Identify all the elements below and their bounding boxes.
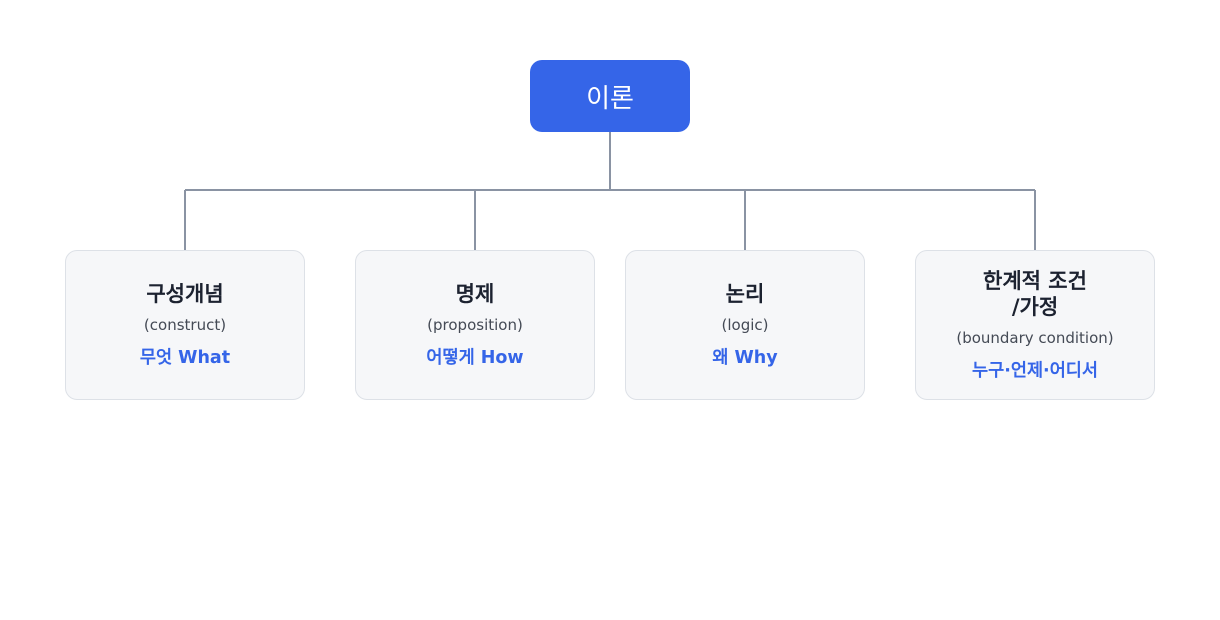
node-title: 한계적 조건 /가정 <box>983 269 1087 319</box>
node-english-term: (construct) <box>143 316 227 334</box>
node-logic: 논리 (logic) 왜 Why <box>625 250 865 400</box>
node-question: 누구·언제·어디서 <box>972 361 1098 381</box>
root-node-label: 이론 <box>586 83 634 114</box>
root-node-theory: 이론 <box>530 60 690 132</box>
node-proposition: 명제 (proposition) 어떻게 How <box>355 250 595 400</box>
node-question: 왜 Why <box>712 348 778 368</box>
node-question: 어떻게 How <box>426 348 524 368</box>
node-english-term: (logic) <box>721 316 769 334</box>
node-construct: 구성개념 (construct) 무엇 What <box>65 250 305 400</box>
node-title: 논리 <box>725 282 765 306</box>
node-english-term: (boundary condition) <box>956 329 1114 347</box>
node-question: 무엇 What <box>139 348 231 368</box>
node-boundary-condition: 한계적 조건 /가정 (boundary condition) 누구·언제·어디… <box>915 250 1155 400</box>
node-title: 구성개념 <box>146 282 224 306</box>
node-english-term: (proposition) <box>427 316 523 334</box>
node-title: 명제 <box>455 282 495 306</box>
